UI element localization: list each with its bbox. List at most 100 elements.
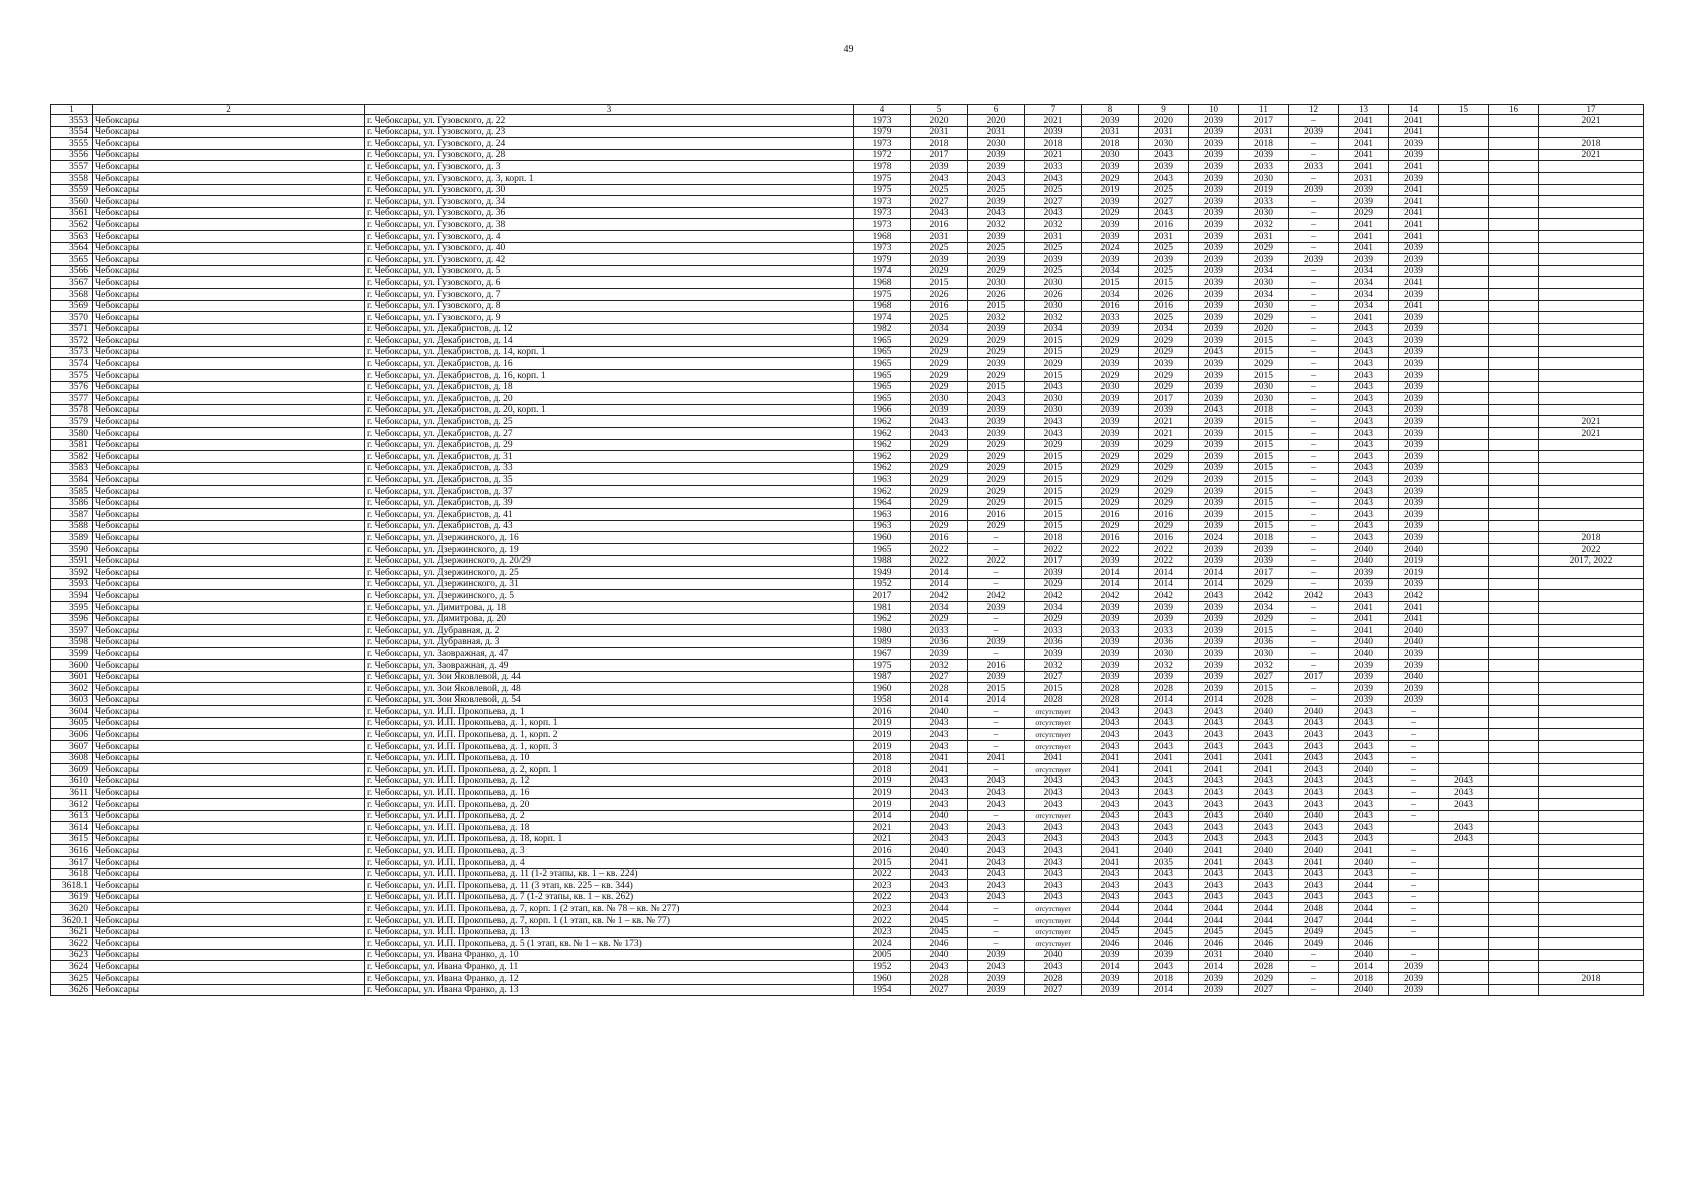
table-cell: 3604 (50, 705, 93, 718)
table-cell: 3601 (50, 670, 93, 684)
table-cell: г. Чебоксары, ул. Декабристов, д. 31 (364, 450, 854, 463)
table-cell: 2039 (1188, 369, 1239, 382)
table-cell: 2041 (1388, 229, 1439, 243)
table-cell: г. Чебоксары, ул. Гузовского, д. 6 (364, 276, 854, 289)
table-cell: 1952 (853, 577, 911, 591)
table-cell: 3596 (50, 612, 93, 626)
table-cell: 2043 (1438, 821, 1489, 834)
table-cell: г. Чебоксары, ул. Гузовского, д. 24 (364, 137, 854, 150)
table-cell: 2043 (1188, 867, 1239, 881)
table-cell: 2043 (1438, 798, 1489, 811)
table-cell: 1962 (853, 612, 911, 626)
table-cell: – (1388, 786, 1439, 800)
table-cell (1538, 125, 1644, 139)
table-cell: Чебоксары (92, 635, 365, 649)
table-cell (1438, 809, 1489, 823)
table-cell: 1965 (853, 357, 911, 371)
table-cell: 2027 (1238, 670, 1289, 684)
table-cell: 2041 (1338, 125, 1389, 139)
table-cell: 1963 (853, 508, 911, 521)
table-cell: 2034 (1338, 299, 1389, 313)
table-cell (1438, 519, 1489, 533)
table-cell (1538, 241, 1644, 255)
table-cell: г. Чебоксары, ул. Дубравная, д. 2 (364, 624, 854, 637)
table-cell: 2043 (1338, 751, 1389, 765)
table-cell: 2031 (1138, 125, 1189, 139)
table-cell: 2039 (1024, 647, 1082, 660)
table-cell: г. Чебоксары, ул. И.П. Прокопьева, д. 7,… (364, 913, 854, 927)
table-cell: 2041 (1388, 195, 1439, 208)
table-cell: 2015 (1024, 519, 1082, 533)
table-cell (1488, 856, 1539, 869)
table-cell: 3591 (50, 554, 93, 568)
table-cell (1538, 937, 1644, 950)
table-cell: 3563 (50, 229, 93, 243)
table-cell: Чебоксары (92, 832, 365, 846)
table-cell: 3561 (50, 206, 93, 220)
table-cell: 3585 (50, 485, 93, 498)
table-cell: Чебоксары (92, 925, 365, 939)
table-cell (1438, 740, 1489, 753)
table-cell: 2040 (1138, 844, 1189, 857)
table-cell (1488, 114, 1539, 127)
table-cell: 2043 (1024, 415, 1082, 429)
table-cell: 3577 (50, 392, 93, 405)
table-cell: 2034 (1338, 287, 1389, 301)
table-cell: – (1288, 658, 1339, 672)
table-cell: – (967, 705, 1025, 718)
table-cell: 2046 (1238, 937, 1289, 950)
table-cell: 2043 (1338, 473, 1389, 486)
table-cell: 2039 (1188, 334, 1239, 347)
table-cell (1488, 519, 1539, 533)
table-cell: 2042 (1388, 589, 1439, 602)
table-cell: Чебоксары (92, 705, 365, 718)
table-cell: 1952 (853, 960, 911, 973)
table-cell: – (1288, 299, 1339, 313)
table-cell (1538, 380, 1644, 394)
table-cell: Чебоксары (92, 473, 365, 486)
table-cell: 2043 (910, 728, 968, 742)
table-cell: – (1288, 334, 1339, 347)
table-cell: Чебоксары (92, 902, 365, 915)
table-cell: 2015 (1238, 473, 1289, 486)
table-cell: 2043 (1288, 763, 1339, 776)
table-cell: 2027 (1024, 670, 1082, 684)
table-cell: 2039 (1188, 600, 1239, 614)
table-cell: 2039 (1081, 600, 1139, 614)
table-cell (1538, 960, 1644, 973)
table-cell: Чебоксары (92, 844, 365, 857)
table-cell: 2020 (1138, 114, 1189, 127)
table-cell: 1965 (853, 380, 911, 394)
table-cell: 1965 (853, 334, 911, 347)
table-cell: – (1288, 392, 1339, 405)
table-cell: г. Чебоксары, ул. Гузовского, д. 36 (364, 206, 854, 220)
table-cell: 2029 (1081, 206, 1139, 220)
table-cell: 2041 (1188, 856, 1239, 869)
table-cell: г. Чебоксары, ул. Гузовского, д. 23 (364, 125, 854, 139)
table-cell: 2039 (1388, 137, 1439, 150)
table-cell (1538, 253, 1644, 266)
table-cell: г. Чебоксары, ул. И.П. Прокопьева, д. 16 (364, 786, 854, 800)
table-cell: 2015 (967, 682, 1025, 695)
table-cell: 1973 (853, 218, 911, 231)
table-cell (1438, 670, 1489, 684)
table-cell: г. Чебоксары, ул. Дзержинского, д. 19 (364, 542, 854, 556)
table-cell (1538, 612, 1644, 626)
table-cell: Чебоксары (92, 554, 365, 568)
table-cell (1538, 658, 1644, 672)
table-cell: 2040 (1338, 948, 1389, 962)
table-cell: 2040 (1288, 844, 1339, 857)
table-cell: Чебоксары (92, 624, 365, 637)
table-cell: г. Чебоксары, ул. Гузовского, д. 38 (364, 218, 854, 231)
table-cell: 2045 (1338, 925, 1389, 939)
table-cell: 2046 (1338, 937, 1389, 950)
table-cell: 2039 (1388, 647, 1439, 660)
table-cell: 2039 (1188, 612, 1239, 626)
table-cell: 2045 (1238, 925, 1289, 939)
table-cell: 2014 (967, 693, 1025, 707)
table-cell: 1963 (853, 473, 911, 486)
